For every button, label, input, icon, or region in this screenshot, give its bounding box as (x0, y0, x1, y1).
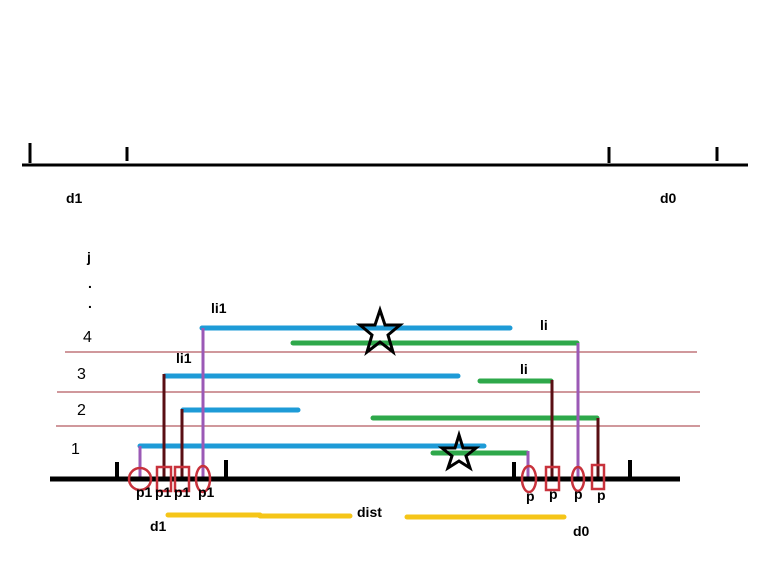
level-dot: . (88, 295, 92, 311)
level-dot: . (88, 275, 92, 291)
p-label: p (574, 486, 583, 502)
star-icon (437, 429, 481, 472)
level-4-label: 4 (83, 329, 92, 346)
bottom-d0-label: d0 (573, 523, 590, 539)
p-label: p (549, 486, 558, 502)
dist-label: dist (357, 504, 382, 520)
bottom-axis (50, 460, 680, 482)
top-d1-label: d1 (66, 190, 83, 206)
p1-label: p1 (174, 484, 191, 500)
star-icon (355, 305, 405, 357)
row-separators (56, 351, 700, 427)
top-d0-label: d0 (660, 190, 677, 206)
level-2-label: 2 (77, 402, 86, 419)
level-j-label: j (86, 249, 91, 265)
circle-marker (127, 466, 153, 492)
li-top-label: li (540, 317, 548, 333)
connectors (138, 328, 600, 478)
li-mid-label: li (520, 361, 528, 377)
p1-label: p1 (136, 484, 153, 500)
square-marker (155, 465, 173, 493)
li1-top-label: li1 (211, 300, 227, 316)
ellipse-marker (194, 464, 212, 494)
distance-bars (165, 512, 567, 520)
top-axis (22, 143, 748, 167)
p-label: p (597, 487, 606, 503)
p1-label: p1 (198, 484, 215, 500)
ellipse-marker (570, 465, 586, 493)
level-1-label: 1 (71, 441, 80, 458)
p-label: p (526, 488, 535, 504)
p1-label: p1 (155, 484, 172, 500)
square-marker (544, 465, 561, 492)
level-3-label: 3 (77, 366, 86, 383)
ellipse-marker (520, 464, 538, 494)
blue-segments (137, 325, 513, 449)
square-marker (590, 463, 606, 491)
square-marker (173, 465, 191, 493)
bottom-d1-label: d1 (150, 518, 167, 534)
green-segments (290, 340, 600, 456)
point-markers (127, 463, 606, 494)
li1-mid-label: li1 (176, 350, 192, 366)
